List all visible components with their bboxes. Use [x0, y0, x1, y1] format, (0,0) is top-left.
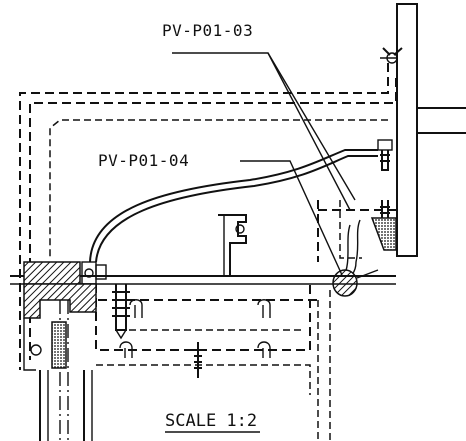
screw-fixing-top	[380, 47, 403, 64]
clip-profiles	[119, 299, 271, 358]
scale-label: SCALE 1:2	[165, 411, 257, 431]
insulation-block	[23, 261, 107, 285]
screw-fixing-middle	[377, 139, 393, 171]
wall-column	[396, 3, 466, 257]
support-post	[39, 370, 93, 441]
end-cap-profile	[23, 283, 97, 371]
mullion-section	[218, 214, 247, 276]
bolt-fixing-left	[112, 284, 130, 340]
canopy-outline	[19, 63, 397, 370]
screw-fixing-center	[192, 342, 205, 378]
callout-leaders	[172, 52, 356, 276]
cable-grommet	[332, 269, 379, 297]
callout-label-upper: PV-P01-03	[162, 21, 253, 40]
right-frame-edge	[317, 290, 331, 441]
right-bracket	[317, 200, 397, 262]
callout-label-lower: PV-P01-04	[98, 151, 189, 170]
